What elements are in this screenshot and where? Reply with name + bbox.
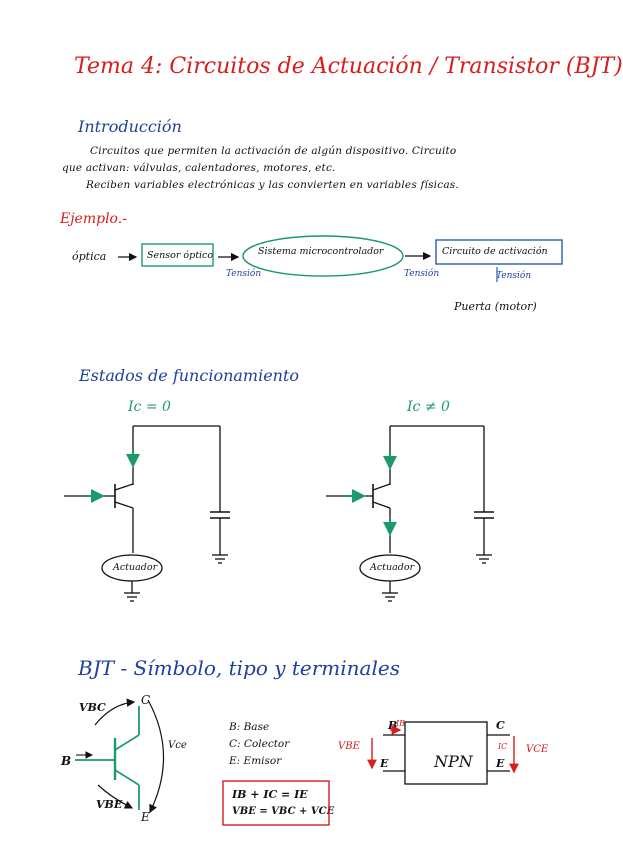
npn-package — [367, 721, 519, 785]
intro-line-1: Circuitos que permiten la activación de … — [90, 145, 457, 157]
npn-pin-ic: IC — [498, 742, 508, 751]
left-actuator-label: Actuador — [113, 562, 158, 573]
npn-pin-ib: IB — [396, 719, 406, 728]
actuation-box — [435, 239, 563, 265]
right-actuator-label: Actuador — [370, 562, 415, 573]
tension-label-1: Tensión — [226, 269, 262, 279]
collector-letter: C — [141, 693, 151, 707]
intro-line-2: que activan: válvulas, calentadores, mot… — [62, 162, 336, 174]
legend-base: B: Base — [229, 721, 270, 733]
notes-page: Tema 4: Circuitos de Actuación / Transis… — [60, 54, 623, 826]
tension-label-2: Tensión — [404, 269, 440, 279]
npn-pin-e-right: E — [496, 757, 505, 770]
base-letter: B — [61, 754, 72, 768]
intro-line-3: Reciben variables electrónicas y las con… — [86, 179, 459, 191]
equation-currents: IB + IC = IE — [232, 788, 308, 801]
actuation-box-label: Circuito de activación — [442, 246, 548, 257]
vbe-side-label: VBE — [338, 741, 360, 752]
sensor-box-label: Sensor óptico — [147, 250, 214, 261]
equation-voltages: VBE = VBC + VCE — [232, 806, 335, 817]
npn-pin-c: C — [496, 719, 505, 732]
vce-arrow — [147, 699, 165, 814]
example-heading: Ejemplo.- — [60, 211, 127, 227]
vbe-label: VBE — [96, 798, 123, 811]
right-transistor-circuit — [326, 425, 494, 602]
handwritten-drawings — [64, 235, 563, 826]
emitter-letter: E — [141, 810, 150, 824]
vbc-arrow — [94, 698, 136, 726]
npn-label: NPN — [434, 752, 473, 771]
vce-side-label: VCE — [526, 744, 549, 755]
sensor-box — [141, 243, 214, 267]
page-title: Tema 4: Circuitos de Actuación / Transis… — [74, 54, 623, 79]
legend-emitter: E: Emisor — [229, 755, 282, 767]
npn-pin-e-left: E — [380, 757, 389, 770]
example-diagram — [118, 235, 563, 282]
example-output: Puerta (motor) — [454, 300, 537, 313]
right-current-label: Ic ≠ 0 — [407, 399, 450, 415]
vbc-label: VBC — [79, 701, 106, 714]
left-current-label: Ic = 0 — [128, 399, 171, 415]
example-input-label: óptica — [72, 250, 107, 263]
right-actuator-ellipse — [359, 554, 421, 582]
vbe-arrow — [97, 784, 134, 809]
bjt-symbol — [75, 698, 165, 814]
vce-label: Vce — [168, 740, 187, 751]
intro-heading: Introducción — [78, 117, 182, 136]
left-transistor-circuit — [64, 425, 230, 602]
bjt-heading: BJT - Símbolo, tipo y terminales — [78, 656, 400, 680]
micro-ellipse — [242, 235, 404, 277]
states-heading: Estados de funcionamiento — [79, 366, 300, 385]
tension-label-3: Tensión — [496, 271, 532, 281]
micro-box-label: Sistema microcontrolador — [258, 246, 384, 257]
legend-collector: C: Colector — [229, 738, 290, 750]
equations-box — [222, 780, 330, 826]
left-actuator-ellipse — [101, 554, 163, 582]
